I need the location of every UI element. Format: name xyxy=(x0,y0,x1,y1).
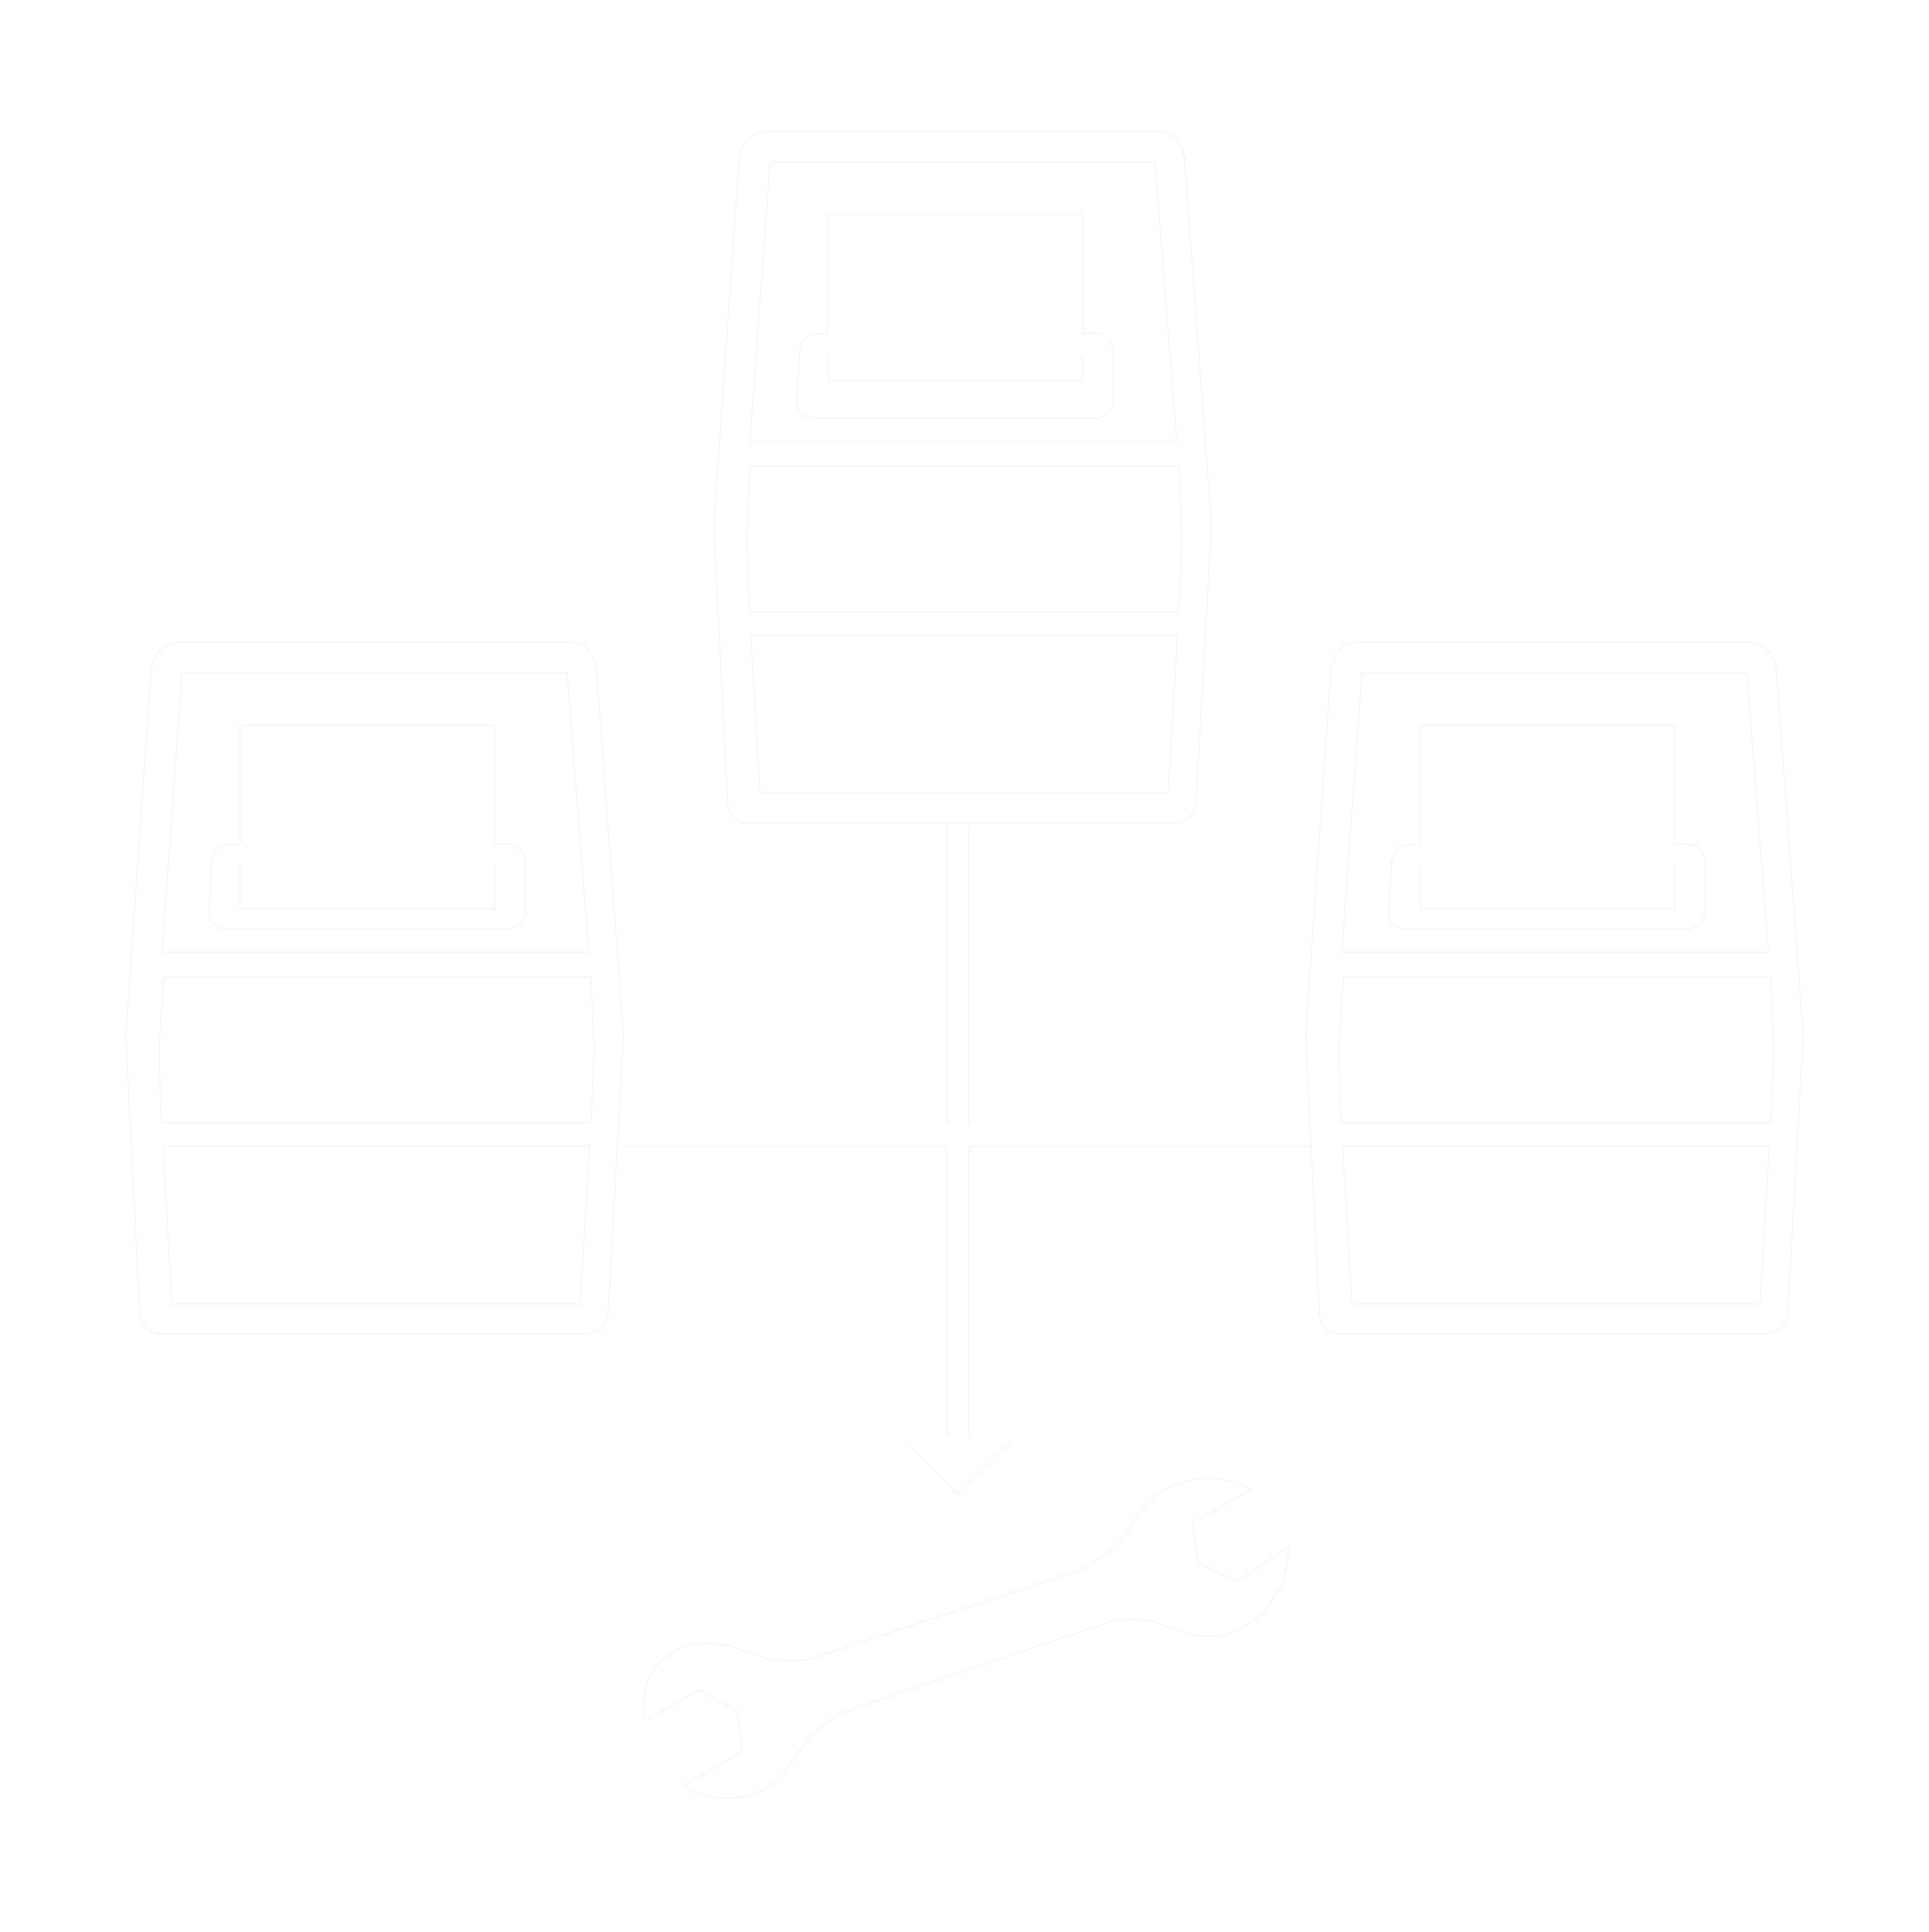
printer-server-left-icon xyxy=(125,641,624,1335)
printer-server-right-icon xyxy=(1305,641,1804,1335)
wrench-icon xyxy=(643,1478,1289,1799)
printer-server-top-icon xyxy=(713,130,1212,824)
network-connector-lines xyxy=(621,824,1312,1436)
down-arrow-icon xyxy=(906,1442,1010,1495)
